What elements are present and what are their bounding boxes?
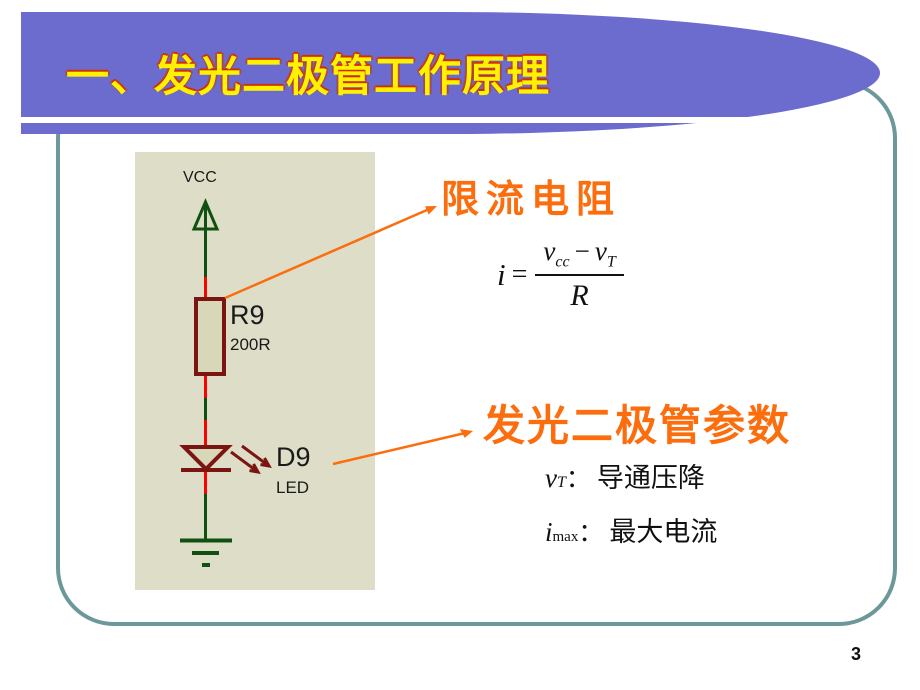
- formula-minus: −: [574, 236, 590, 266]
- circuit-panel: [135, 152, 375, 590]
- led-ref-label: D9: [276, 442, 311, 472]
- callout-arrow-led: [332, 429, 473, 466]
- param-vt-text: 导通压降: [596, 463, 705, 493]
- param-imax-subscript: max: [552, 529, 579, 545]
- param-imax-symbol: i: [545, 517, 553, 547]
- formula-vt-var: v: [594, 236, 607, 266]
- param-vt-subscript: T: [556, 474, 566, 491]
- formula-vcc-sub: cc: [555, 253, 570, 271]
- formula-denominator: R: [570, 279, 589, 313]
- resistor-ref-label: R9: [230, 300, 265, 330]
- current-formula: i = vcc−vT R: [497, 236, 624, 313]
- callout-led-heading: 发光二极管参数: [483, 404, 792, 450]
- led-light-arrows: [230, 444, 272, 475]
- slide-title: 一、发光二极管工作原理: [66, 54, 550, 101]
- formula-numerator: vcc−vT: [535, 236, 624, 277]
- banner-separator-line: [21, 117, 880, 123]
- formula-fraction: vcc−vT R: [535, 236, 624, 313]
- callout-resistor-heading: 限流电阻: [441, 179, 622, 221]
- ground-symbol: [180, 538, 232, 567]
- vcc-power-symbol: [191, 198, 220, 277]
- formula-equals: =: [511, 258, 528, 290]
- param-vt-colon: ：: [565, 466, 591, 493]
- title-banner: [21, 12, 880, 134]
- page-number: 3: [851, 644, 862, 664]
- param-vt-symbol: v: [545, 463, 557, 493]
- resistor-symbol: [194, 297, 226, 376]
- param-imax-colon: ：: [578, 520, 604, 547]
- vcc-label: VCC: [183, 169, 217, 186]
- formula-lhs: i: [497, 256, 506, 292]
- callout-arrow-resistor: [224, 206, 437, 300]
- led-symbol: [179, 445, 233, 472]
- led-type-label: LED: [276, 478, 310, 497]
- param-imax-text: 最大电流: [609, 517, 718, 547]
- formula-vt-sub: T: [606, 253, 616, 271]
- formula-vcc-var: v: [543, 236, 556, 266]
- resistor-value-label: 200R: [230, 335, 271, 354]
